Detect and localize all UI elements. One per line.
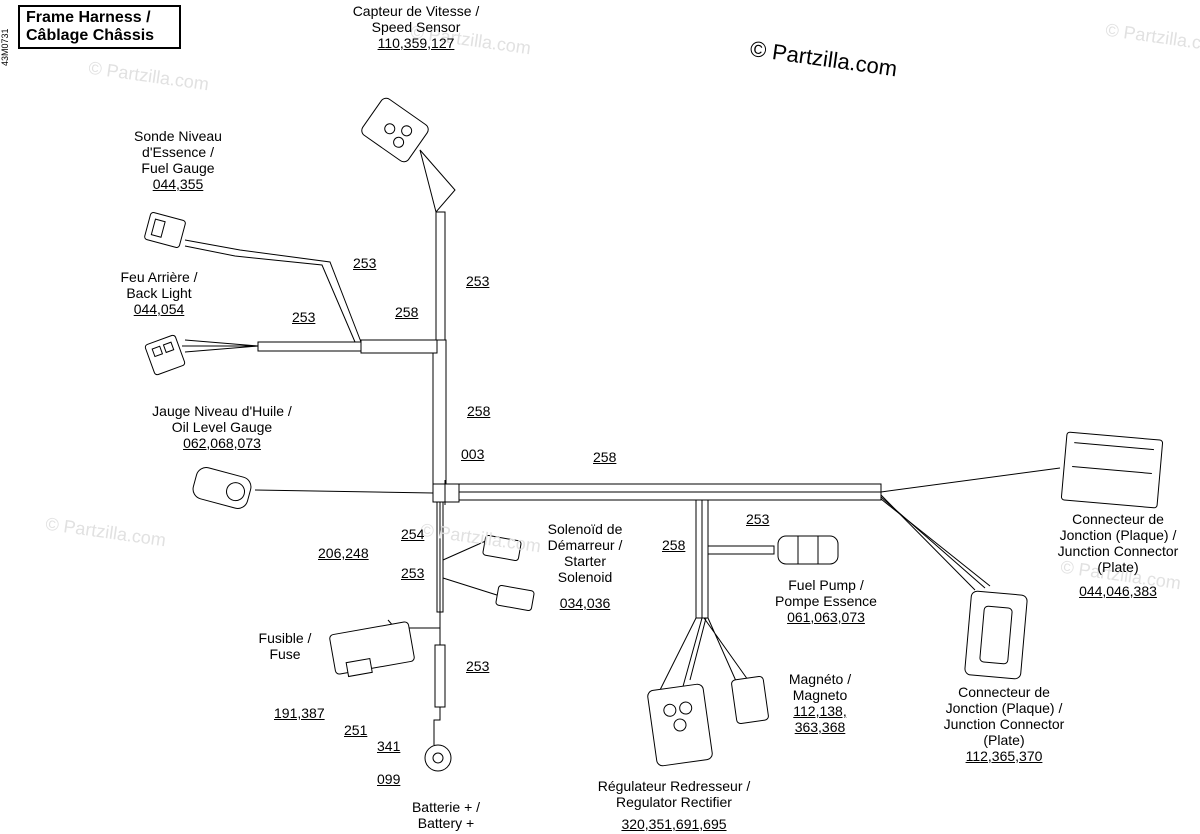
magneto-refs-2: 363,368 [794, 719, 846, 735]
battery-label: Batterie + / Battery + [411, 799, 481, 831]
fuse-holder [329, 621, 415, 678]
oil-gauge-wire [254, 489, 434, 494]
part-number: 258 [395, 304, 419, 320]
part-number: 253 [466, 273, 490, 289]
diagram-title: Frame Harness / Câblage Châssis [18, 5, 181, 49]
part-number: 191,387 [274, 705, 325, 721]
back-light-connector [144, 334, 186, 376]
main-trunk [432, 211, 460, 613]
speed-sensor-connector [361, 97, 429, 163]
magneto-label: Magnéto / Magneto 112,138, 363,368 [765, 671, 875, 735]
magneto-connector [731, 676, 769, 724]
part-number: 206,248 [318, 545, 369, 561]
oil-gauge-refs: 062,068,073 [183, 435, 261, 451]
solenoid-wires [442, 539, 501, 597]
part-number: 253 [466, 658, 490, 674]
starter-solenoid-refs: 034,036 [559, 595, 611, 611]
part-number: 253 [292, 309, 316, 325]
solenoid-connector-1 [482, 535, 522, 561]
fuel-gauge-connector [144, 211, 186, 249]
fuel-gauge-label: Sonde Niveau d'Essence / Fuel Gauge 044,… [108, 128, 248, 192]
regulator-connector [647, 683, 713, 767]
oil-gauge-label: Jauge Niveau d'Huile / Oil Level Gauge 0… [124, 403, 320, 451]
doc-id: 43M0731 [0, 28, 10, 66]
part-number: 258 [467, 403, 491, 419]
magneto-refs-1: 112,138, [793, 703, 847, 719]
junction-bottom-label: Connecteur de Jonction (Plaque) / Juncti… [926, 684, 1082, 764]
junction-top-refs: 044,046,383 [1079, 583, 1157, 599]
back-light-label: Feu Arrière / Back Light 044,054 [84, 269, 234, 317]
part-number: 258 [662, 537, 686, 553]
part-number: 258 [593, 449, 617, 465]
speed-sensor-wire [419, 149, 456, 214]
title-line-2: Câblage Châssis [26, 27, 155, 44]
fuse-label: Fusible / Fuse [258, 630, 312, 662]
part-number: 251 [344, 722, 368, 738]
junction-bottom-refs: 112,365,370 [965, 748, 1043, 764]
fuel-pump-connector [777, 535, 839, 565]
regulator-branch [659, 499, 775, 691]
junction-connector-bottom [964, 590, 1028, 680]
fuel-gauge-refs: 044,355 [152, 176, 204, 192]
horizontal-trunk [458, 467, 1061, 591]
part-number: 341 [377, 738, 401, 754]
regulator-label: Régulateur Redresseur / Regulator Rectif… [576, 778, 772, 832]
junction-top-label: Connecteur de Jonction (Plaque) / Juncti… [1040, 511, 1196, 599]
starter-solenoid-label: Solenoïd de Démarreur / Starter Solenoid… [523, 521, 647, 611]
part-number: 253 [353, 255, 377, 271]
part-number: 254 [401, 526, 425, 542]
fuel-pump-label: Fuel Pump / Pompe Essence 061,063,073 [756, 577, 896, 625]
left-branch [182, 239, 438, 354]
speed-sensor-refs: 110,359,127 [377, 35, 455, 51]
title-line-1: Frame Harness / [26, 9, 151, 26]
oil-gauge-connector [192, 467, 252, 509]
junction-connector-top [1060, 431, 1164, 509]
part-number: 253 [401, 565, 425, 581]
part-number: 003 [461, 446, 485, 462]
speed-sensor-label: Capteur de Vitesse / Speed Sensor 110,35… [336, 3, 496, 51]
part-number: 253 [746, 511, 770, 527]
fuel-pump-refs: 061,063,073 [787, 609, 865, 625]
solenoid-connector-2 [495, 585, 535, 611]
battery-branch [387, 612, 452, 772]
part-number: 099 [377, 771, 401, 787]
regulator-refs: 320,351,691,695 [621, 816, 727, 832]
back-light-refs: 044,054 [133, 301, 185, 317]
